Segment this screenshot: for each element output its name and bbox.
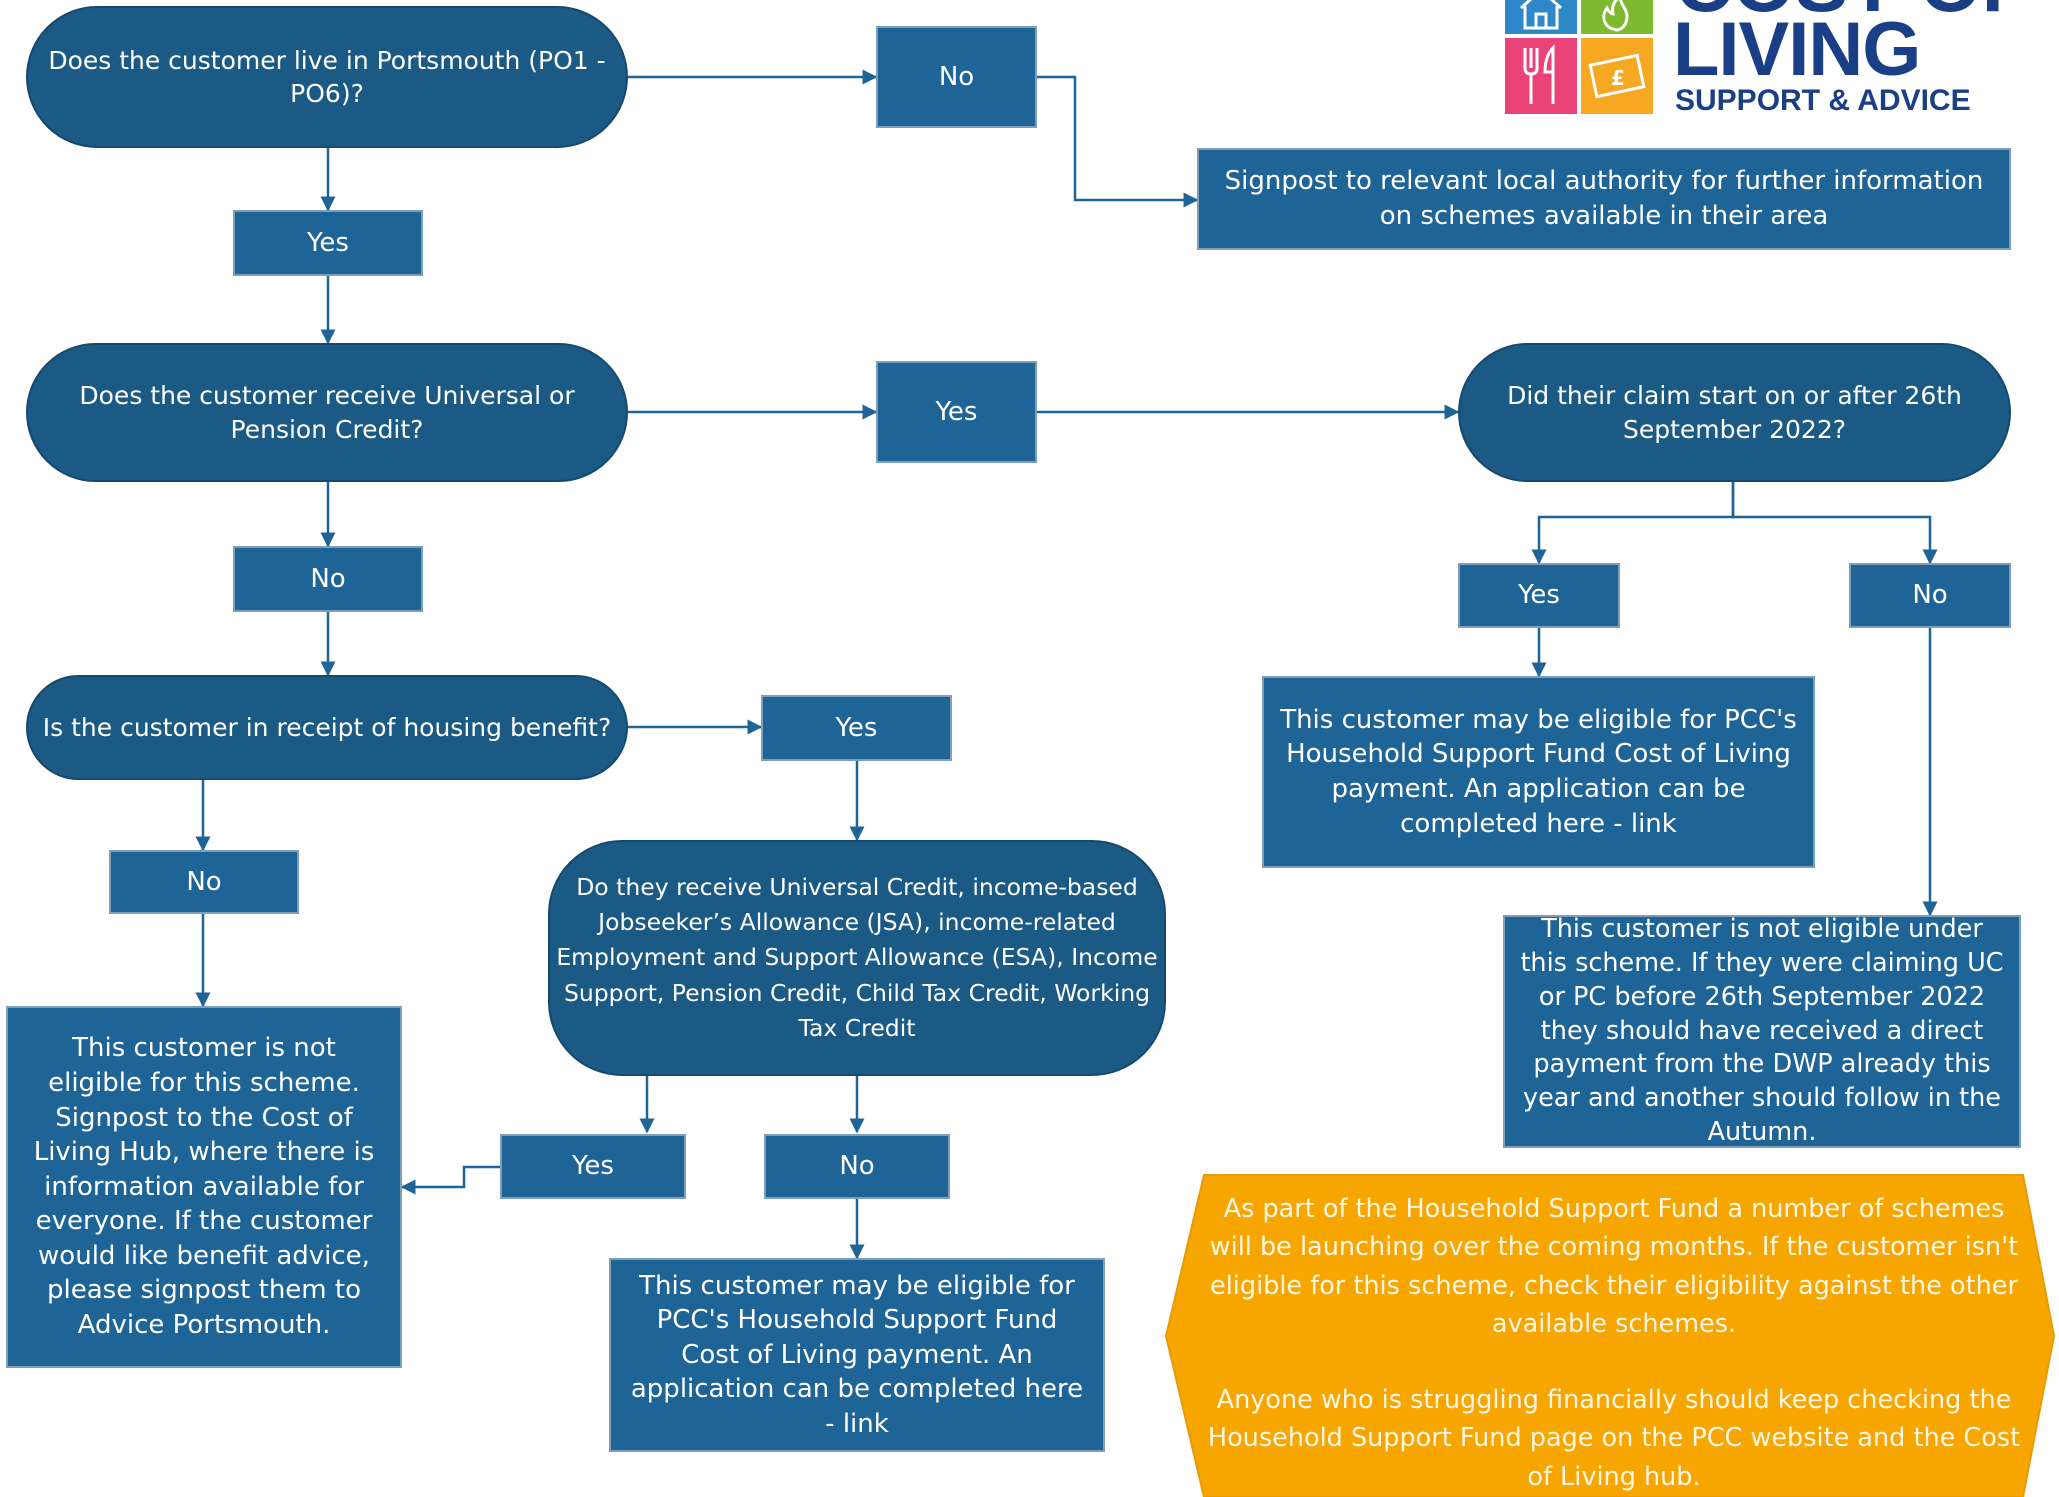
q1-no-label: No (876, 26, 1037, 128)
result-eligible-claim-after-date: This customer may be eligible for PCC's … (1262, 676, 1815, 868)
connector-yes5-result (400, 1165, 500, 1195)
q3-yes-label: Yes (1458, 563, 1620, 628)
logo-line-living: LIVING (1673, 7, 1921, 92)
connector-no1-result (1037, 75, 1199, 208)
q2-no-label: No (233, 546, 423, 612)
question-housing-benefit: Is the customer in receipt of housing be… (26, 675, 628, 780)
logo-line-support-advice: SUPPORT & ADVICE (1675, 84, 1971, 117)
cutlery-icon (1505, 38, 1577, 114)
note-paragraph-1: As part of the Household Support Fund a … (1209, 1194, 2019, 1339)
svg-text:£: £ (1611, 66, 1625, 90)
result-eligible-apply: This customer may be eligible for PCC's … (609, 1258, 1105, 1452)
question-live-in-portsmouth: Does the customer live in Portsmouth (PO… (26, 6, 628, 148)
q1-yes-label: Yes (233, 210, 423, 276)
q3-no-label: No (1849, 563, 2011, 628)
flame-icon (1581, 0, 1653, 34)
result-not-eligible-uc-pc: This customer is not eligible under this… (1503, 914, 2021, 1148)
connector-q3-no (1731, 482, 1938, 565)
q4-no-label: No (109, 850, 299, 914)
result-signpost-local-authority: Signpost to relevant local authority for… (1197, 148, 2011, 250)
q2-yes-label: Yes (876, 361, 1037, 463)
question-universal-or-pension-credit: Does the customer receive Universal or P… (26, 343, 628, 482)
household-support-note: As part of the Household Support Fund a … (1205, 1180, 2023, 1497)
logo-line-cost-of: COST OF (1675, 0, 2031, 24)
banknote-icon: £ (1581, 38, 1653, 114)
result-not-eligible-signpost-hub: This customer is not eligible for this s… (6, 1006, 402, 1368)
cost-of-living-logo: £ COST OF LIVING SUPPORT & ADVICE (1503, 0, 2059, 118)
question-claim-start-date: Did their claim start on or after 26th S… (1458, 343, 2011, 482)
q4-yes-label: Yes (761, 695, 952, 761)
q5-no-label: No (764, 1134, 950, 1199)
q5-yes-label: Yes (500, 1134, 686, 1199)
question-other-benefits: Do they receive Universal Credit, income… (548, 840, 1166, 1076)
note-paragraph-2: Anyone who is struggling financially sho… (1207, 1385, 2021, 1492)
house-icon (1505, 0, 1577, 34)
